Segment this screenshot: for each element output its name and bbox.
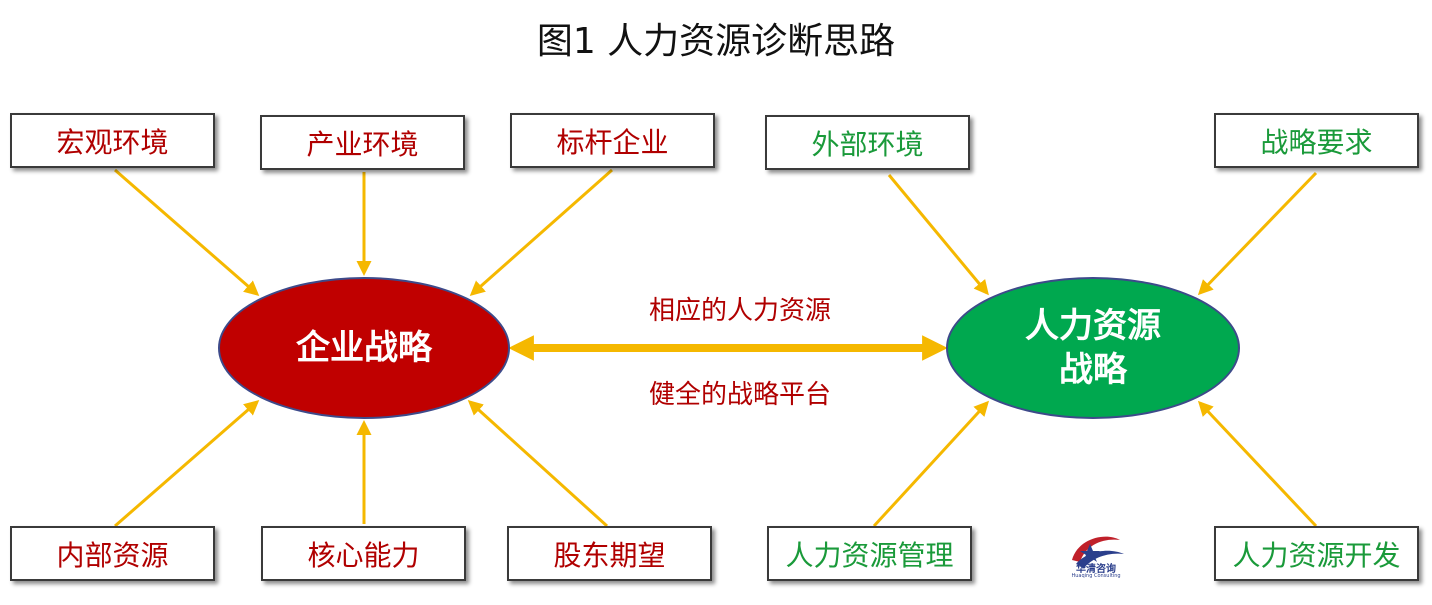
arrow-internal-to-strategy (114, 400, 260, 528)
arrow-macro-to-strategy (114, 168, 260, 296)
box-macro-environment: 宏观环境 (10, 113, 215, 168)
logo-name: 华清咨询 (1076, 564, 1116, 575)
box-internal-resources: 内部资源 (10, 526, 215, 581)
node-hr-strategy: 人力资源 战略 (946, 277, 1240, 419)
diagram-title: 图1 人力资源诊断思路 (536, 21, 896, 62)
arrow-requirement-to-hr (1197, 171, 1318, 296)
arrow-hrm-to-hr (872, 400, 990, 528)
box-hr-management: 人力资源管理 (767, 526, 972, 581)
arrow-external-to-hr (887, 174, 989, 296)
box-external-environment: 外部环境 (765, 115, 970, 170)
node-hr-strategy-line2: 战略 (1059, 350, 1127, 390)
box-shareholder-expectation: 股东期望 (507, 526, 712, 581)
arrow-hrd-to-hr (1197, 400, 1318, 528)
box-core-competence: 核心能力 (261, 526, 466, 581)
link-label-bottom: 健全的战略平台 (648, 380, 831, 410)
box-strategic-requirements: 战略要求 (1214, 113, 1419, 168)
box-hr-development: 人力资源开发 (1214, 526, 1419, 581)
node-corporate-strategy: 企业战略 (218, 277, 510, 419)
node-corporate-strategy-label: 企业战略 (296, 327, 432, 368)
link-label-top: 相应的人力资源 (648, 296, 831, 326)
logo-icon (1072, 536, 1124, 568)
box-industry-environment: 产业环境 (260, 115, 465, 170)
node-hr-strategy-line1: 人力资源 (1025, 305, 1161, 346)
arrow-benchmark-to-strategy (469, 168, 613, 296)
box-benchmark-enterprise: 标杆企业 (510, 113, 715, 168)
logo-subtitle: Huaqing Consulting (1071, 573, 1121, 579)
arrow-shareholder-to-strategy (467, 399, 609, 528)
